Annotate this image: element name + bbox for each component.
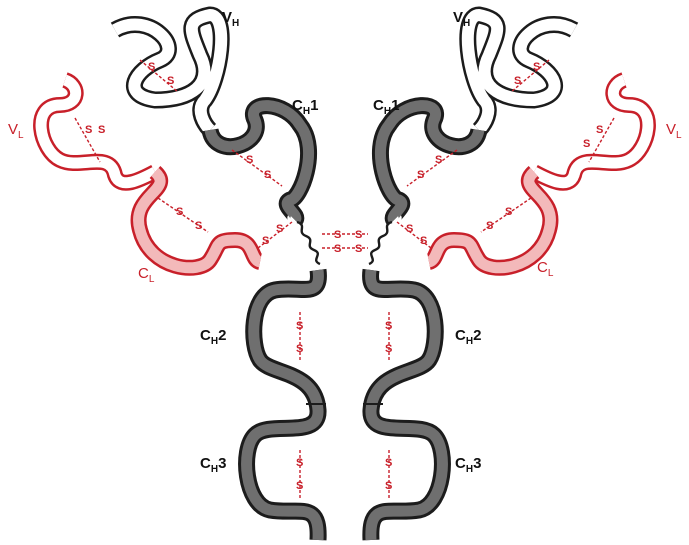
ss-ch2-right-2: S bbox=[385, 343, 392, 355]
ss-cl-left-1: S bbox=[176, 206, 183, 218]
ss-ch2-left-2: S bbox=[296, 343, 303, 355]
ss-vh-left-2: S bbox=[167, 75, 174, 87]
left-hinge bbox=[297, 222, 320, 264]
ss-ch1-right-2: S bbox=[417, 169, 424, 181]
ss-ch2-left-1: S bbox=[296, 320, 303, 332]
label-vl-right: VL bbox=[666, 121, 682, 141]
right-hinge bbox=[369, 222, 392, 264]
ss-lh-right-1: S bbox=[420, 235, 427, 247]
ss-hinge-lower-right: S bbox=[355, 243, 362, 255]
hinge-disulfide-bonds: S S S S bbox=[322, 229, 368, 255]
ss-vl-left-2: S bbox=[98, 124, 105, 136]
ss-cl-left-2: S bbox=[195, 220, 202, 232]
ss-cl-right-1: S bbox=[505, 206, 512, 218]
disulfide-bond-lines bbox=[75, 60, 614, 500]
ss-ch1-right-1: S bbox=[435, 154, 442, 166]
left-light-chain bbox=[41, 80, 260, 268]
ss-vh-left-1: S bbox=[148, 61, 155, 73]
ss-vl-right-1: S bbox=[583, 138, 590, 150]
left-ch2-ch3-domains bbox=[247, 270, 326, 540]
left-vh-domain bbox=[115, 15, 221, 130]
ss-cl-right-2: S bbox=[486, 220, 493, 232]
label-ch2-left: CH2 bbox=[200, 327, 226, 347]
right-light-chain bbox=[429, 80, 648, 268]
ss-ch3-right-1: S bbox=[385, 457, 392, 469]
right-vh-domain bbox=[468, 15, 574, 130]
ss-hinge-lower-left: S bbox=[334, 243, 341, 255]
ss-lh-left-2: S bbox=[276, 223, 283, 235]
ss-vh-right-2: S bbox=[514, 75, 521, 87]
ss-ch3-left-1: S bbox=[296, 457, 303, 469]
ss-vl-right-2: S bbox=[596, 124, 603, 136]
label-ch3-right: CH3 bbox=[455, 455, 481, 475]
ss-lh-right-2: S bbox=[406, 223, 413, 235]
left-ch1-domain bbox=[210, 106, 309, 220]
label-ch3-left: CH3 bbox=[200, 455, 226, 475]
ss-hinge-upper-right: S bbox=[355, 229, 362, 241]
ss-hinge-upper-left: S bbox=[334, 229, 341, 241]
disulfide-labels: S S S S S S S S S S S S S S S S S S S S … bbox=[85, 61, 603, 492]
right-heavy-chain bbox=[363, 15, 574, 540]
label-ch2-right: CH2 bbox=[455, 327, 481, 347]
ss-ch1-left-2: S bbox=[264, 169, 271, 181]
right-ch1-domain bbox=[380, 106, 479, 220]
label-vl-left: VL bbox=[8, 121, 24, 141]
ss-vh-right-1: S bbox=[533, 61, 540, 73]
ss-lh-left-1: S bbox=[262, 235, 269, 247]
label-cl-left: CL bbox=[138, 265, 155, 285]
ss-vl-left-1: S bbox=[85, 124, 92, 136]
right-ch2-ch3-domains bbox=[363, 270, 442, 540]
label-cl-right: CL bbox=[537, 259, 554, 279]
ss-ch2-right-1: S bbox=[385, 320, 392, 332]
ss-ch3-left-2: S bbox=[296, 480, 303, 492]
ss-ch1-left-1: S bbox=[246, 154, 253, 166]
ss-ch3-right-2: S bbox=[385, 480, 392, 492]
domain-labels: VH VH CH1 CH1 VL VL CL CL CH2 CH2 CH3 bbox=[8, 9, 682, 475]
